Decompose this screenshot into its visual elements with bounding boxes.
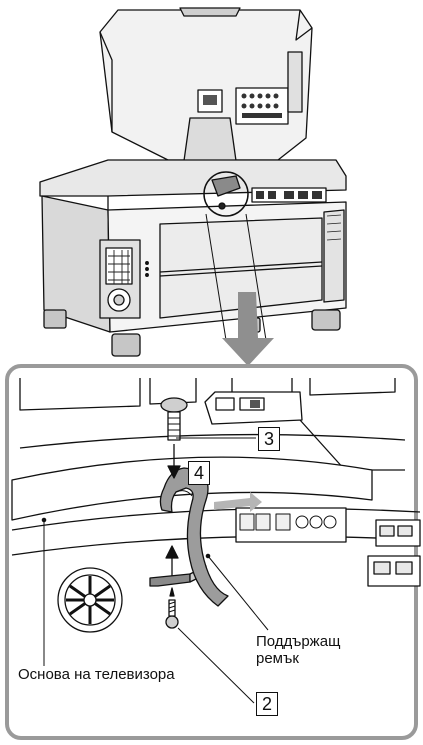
stand-foot-left xyxy=(111,333,141,357)
tv-on-stand-overview xyxy=(39,7,347,357)
support-strap-label-line1: Поддържащ xyxy=(256,633,341,650)
zoom-leader-lines xyxy=(205,213,267,341)
callout-box-strap-4: 4 xyxy=(188,461,210,485)
tv-base-label-text: Основа на телевизора xyxy=(18,666,175,683)
screw-bottom xyxy=(165,587,179,629)
support-strap-label: Поддържащ ремък xyxy=(256,633,340,667)
callout-number-4: 4 xyxy=(193,463,204,483)
detail-illustration xyxy=(11,378,421,633)
callout-box-screw-2: 2 xyxy=(256,692,278,716)
stand-foot-right xyxy=(311,309,341,331)
detail-magnifier-ring xyxy=(203,171,249,217)
callout-lines xyxy=(41,437,269,704)
screw-top xyxy=(160,397,188,441)
detail-speaker-grille xyxy=(57,567,123,633)
detail-panel-frame xyxy=(5,364,418,740)
zoom-arrow xyxy=(222,292,274,366)
strap-bracket xyxy=(149,573,191,587)
callout-number-2: 2 xyxy=(261,694,272,714)
callout-box-screw-3: 3 xyxy=(258,427,280,451)
strap-direction-arrow xyxy=(214,492,262,512)
callout-number-3: 3 xyxy=(263,429,274,449)
support-strap-label-line2: ремък xyxy=(256,650,299,667)
tv-base-label: Основа на телевизора xyxy=(18,666,175,683)
